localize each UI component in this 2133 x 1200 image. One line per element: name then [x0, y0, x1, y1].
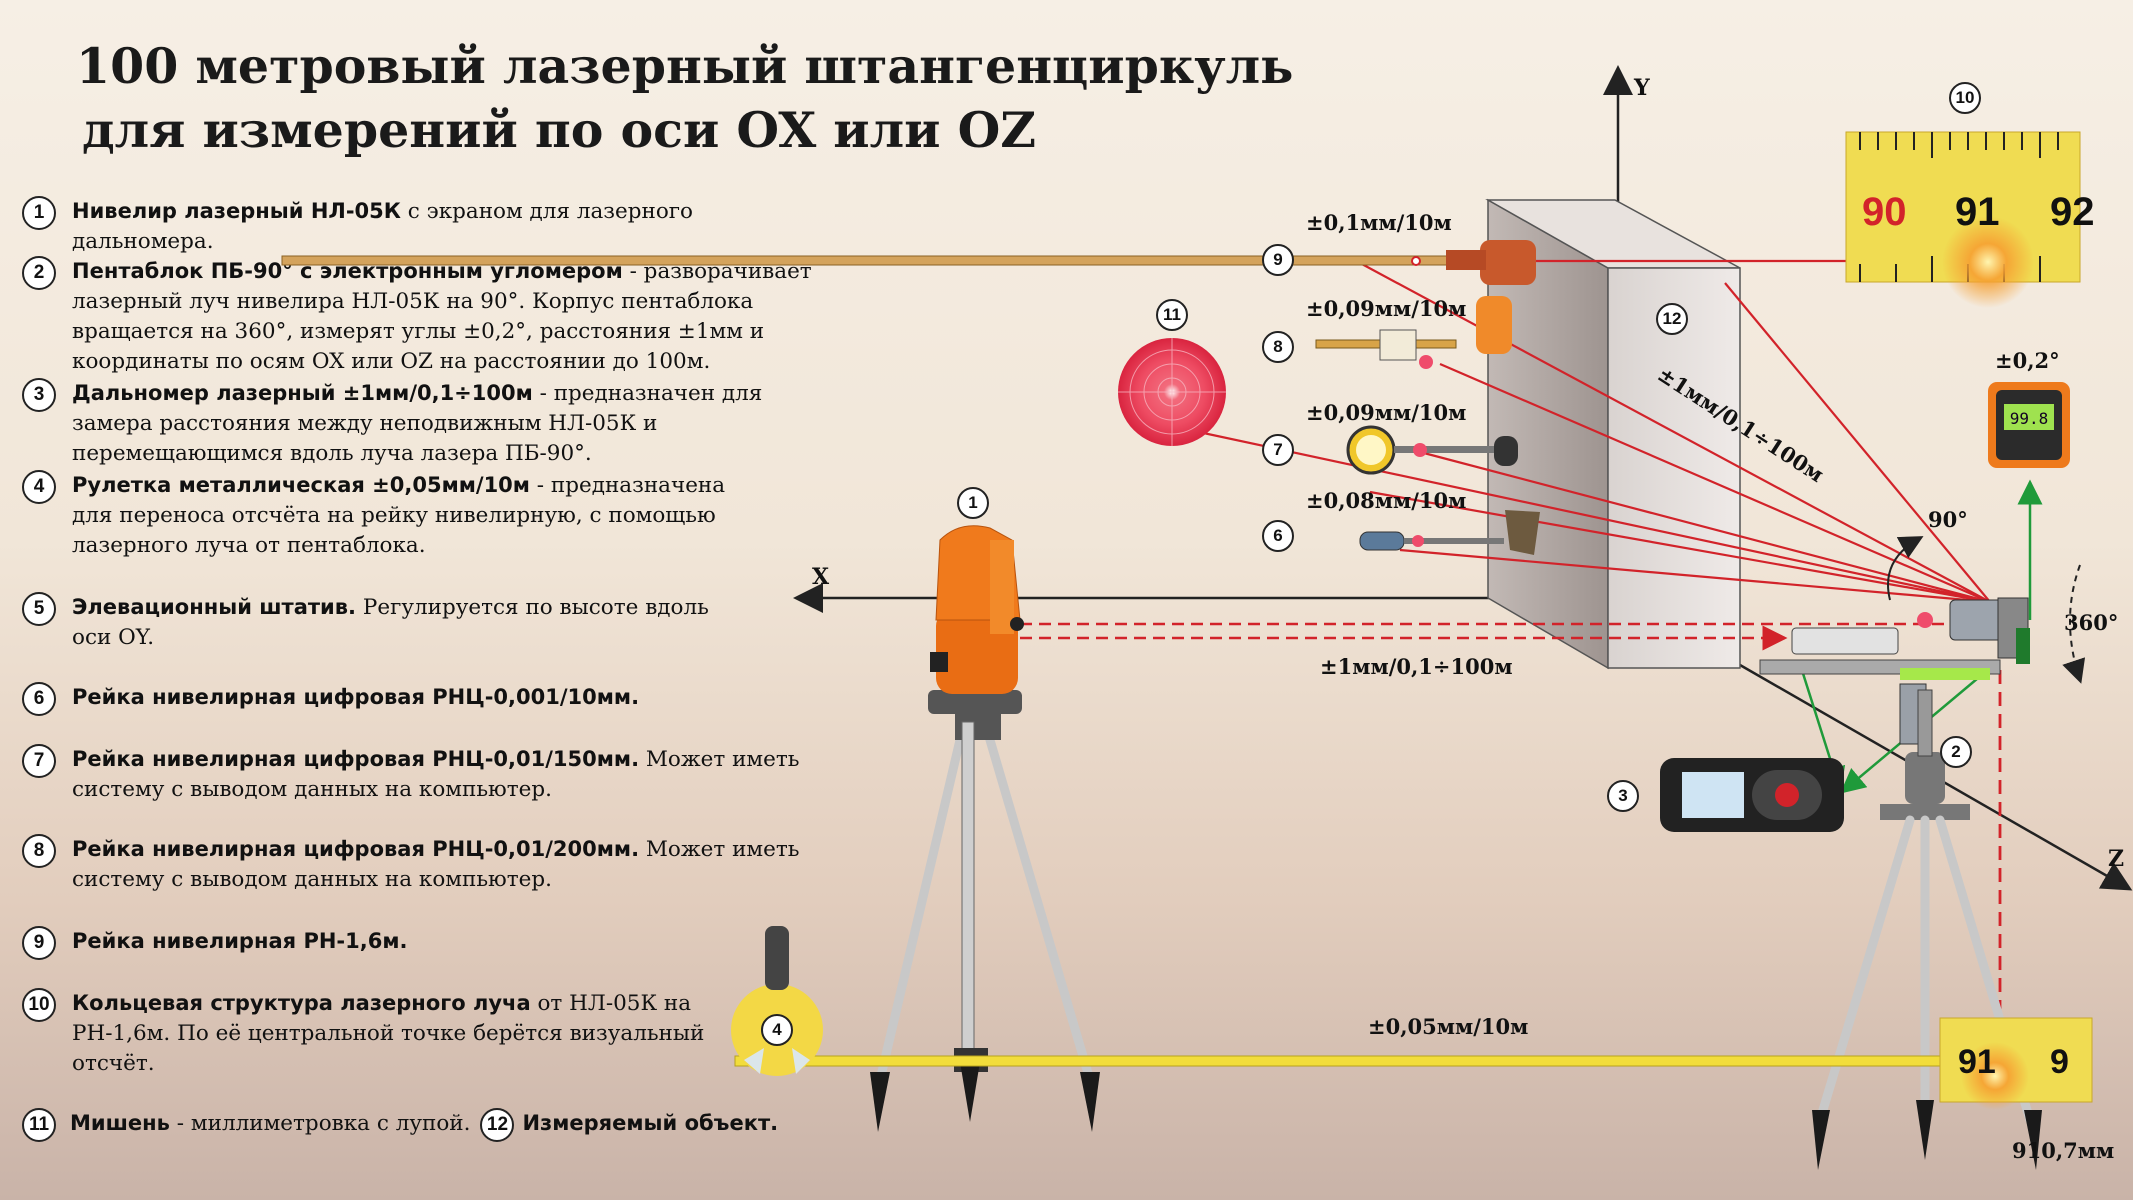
tolerance-tape: ±0,05мм/10м: [1368, 1014, 1528, 1039]
floor-tape-9: 9: [2050, 1043, 2069, 1081]
legend-item-2: 2 Пентаблок ПБ-90° с электронным угломер…: [22, 256, 832, 377]
legend-text: Измеряемый объект.: [522, 1111, 779, 1135]
laser-rangefinder-3: [1660, 758, 1844, 832]
legend-text: Рейка нивелирная цифровая РНЦ-0,01/200мм…: [72, 837, 800, 892]
legend-item-8: 8 Рейка нивелирная цифровая РНЦ-0,01/200…: [22, 834, 832, 895]
angle-arc-90: [1887, 536, 1924, 601]
tolerance-horizontal: ±1мм/0,1÷100м: [1320, 654, 1513, 679]
legend-text: Кольцевая структура лазерного луча от НЛ…: [72, 991, 705, 1076]
legend-text: Рулетка металлическая ±0,05мм/10м - пред…: [72, 473, 726, 558]
legend-number: 11: [22, 1108, 56, 1142]
legend-text: Элевационный штатив. Регулируется по выс…: [72, 595, 709, 650]
pentablock-2: [1759, 597, 2030, 745]
tape-number-91: 91: [1955, 190, 2000, 234]
callout-8: 8: [1262, 331, 1294, 363]
legend-number: 5: [22, 592, 56, 626]
callout-9: 9: [1262, 244, 1294, 276]
inclinometer-value: 99.8: [2010, 409, 2049, 428]
rail-7: [1346, 425, 1518, 475]
callout-12: 12: [1656, 303, 1688, 335]
readout-value: 910,7мм: [2012, 1138, 2114, 1163]
rotation-arc-360: [2062, 564, 2086, 684]
target-11: [1118, 338, 1226, 446]
legend-item-11-12: 11 Мишень - миллиметровка с лупой. 12 Из…: [22, 1108, 778, 1142]
legend-item-1: 1 Нивелир лазерный НЛ-05К с экраном для …: [22, 196, 832, 257]
legend-text: Рейка нивелирная цифровая РНЦ-0,001/10мм…: [72, 685, 640, 709]
callout-2: 2: [1940, 736, 1972, 768]
legend-text: Рейка нивелирная РН-1,6м.: [72, 929, 408, 953]
legend-item-10: 10 Кольцевая структура лазерного луча от…: [22, 988, 732, 1079]
tolerance-rail-7: ±0,09мм/10м: [1306, 400, 1466, 425]
z-axis-label: Z: [2108, 846, 2124, 872]
legend-item-5: 5 Элевационный штатив. Регулируется по в…: [22, 592, 722, 653]
callout-1: 1: [957, 487, 989, 519]
tolerance-rail-6: ±0,08мм/10м: [1306, 488, 1466, 513]
legend-text: Нивелир лазерный НЛ-05К с экраном для ла…: [72, 199, 694, 254]
legend-number: 8: [22, 834, 56, 868]
y-axis-label: Y: [1633, 75, 1650, 101]
callout-10: 10: [1949, 82, 1981, 114]
callout-6: 6: [1262, 520, 1294, 552]
callout-3: 3: [1607, 780, 1639, 812]
legend-number: 7: [22, 744, 56, 778]
callout-7: 7: [1262, 434, 1294, 466]
angle-label-360: 360°: [2064, 610, 2118, 635]
legend-number: 9: [22, 926, 56, 960]
legend-item-6: 6 Рейка нивелирная цифровая РНЦ-0,001/10…: [22, 682, 832, 716]
legend-number: 4: [22, 470, 56, 504]
angle-label-90: 90°: [1928, 507, 1968, 532]
tape-floor-marks: 91 9: [1939, 1017, 2093, 1110]
tape-number-90: 90: [1862, 190, 1907, 234]
tape-reel-4: [731, 926, 2016, 1076]
legend-number: 6: [22, 682, 56, 716]
rail-9: [281, 240, 1536, 285]
tolerance-rail-9: ±0,1мм/10м: [1306, 210, 1452, 235]
title-line-2: для измерений по оси OX или OZ: [82, 101, 1037, 159]
legend-number: 1: [22, 196, 56, 230]
legend-number: 3: [22, 378, 56, 412]
callout-11: 11: [1156, 299, 1188, 331]
floor-tape-91: 91: [1958, 1043, 1996, 1081]
tolerance-rail-8: ±0,09мм/10м: [1306, 296, 1466, 321]
tape-measure-10: 90 91 92: [1845, 131, 2095, 308]
inclinometer: 99.8: [1988, 382, 2070, 468]
rail-6: [1359, 510, 1540, 555]
legend-text: Мишень - миллиметровка с лупой.: [70, 1111, 471, 1136]
legend-number: 10: [22, 988, 56, 1022]
tolerance-angle: ±0,2°: [1995, 348, 2060, 373]
rail-8: [1315, 296, 1512, 369]
legend-number: 2: [22, 256, 56, 290]
x-axis-label: X: [812, 564, 830, 590]
legend-text: Пентаблок ПБ-90° с электронным угломером…: [72, 259, 812, 374]
legend-number: 12: [480, 1108, 515, 1142]
laser-level-1: [928, 525, 1024, 714]
tape-number-92: 92: [2050, 190, 2095, 234]
callout-4: 4: [761, 1014, 793, 1046]
tripod-left: [870, 700, 1100, 1132]
legend-text: Дальномер лазерный ±1мм/0,1÷100м - предн…: [72, 381, 763, 466]
legend-text: Рейка нивелирная цифровая РНЦ-0,01/150мм…: [72, 747, 800, 802]
legend-item-9: 9 Рейка нивелирная РН-1,6м.: [22, 926, 832, 960]
legend-item-4: 4 Рулетка металлическая ±0,05мм/10м - пр…: [22, 470, 752, 561]
title-line-1: 100 метровый лазерный штангенциркуль: [76, 37, 1294, 95]
laser-beams: [1179, 259, 1991, 604]
legend-item-3: 3 Дальномер лазерный ±1мм/0,1÷100м - пре…: [22, 378, 832, 469]
legend-item-7: 7 Рейка нивелирная цифровая РНЦ-0,01/150…: [22, 744, 832, 805]
page-title: 100 метровый лазерный штангенциркуль для…: [76, 34, 1293, 162]
